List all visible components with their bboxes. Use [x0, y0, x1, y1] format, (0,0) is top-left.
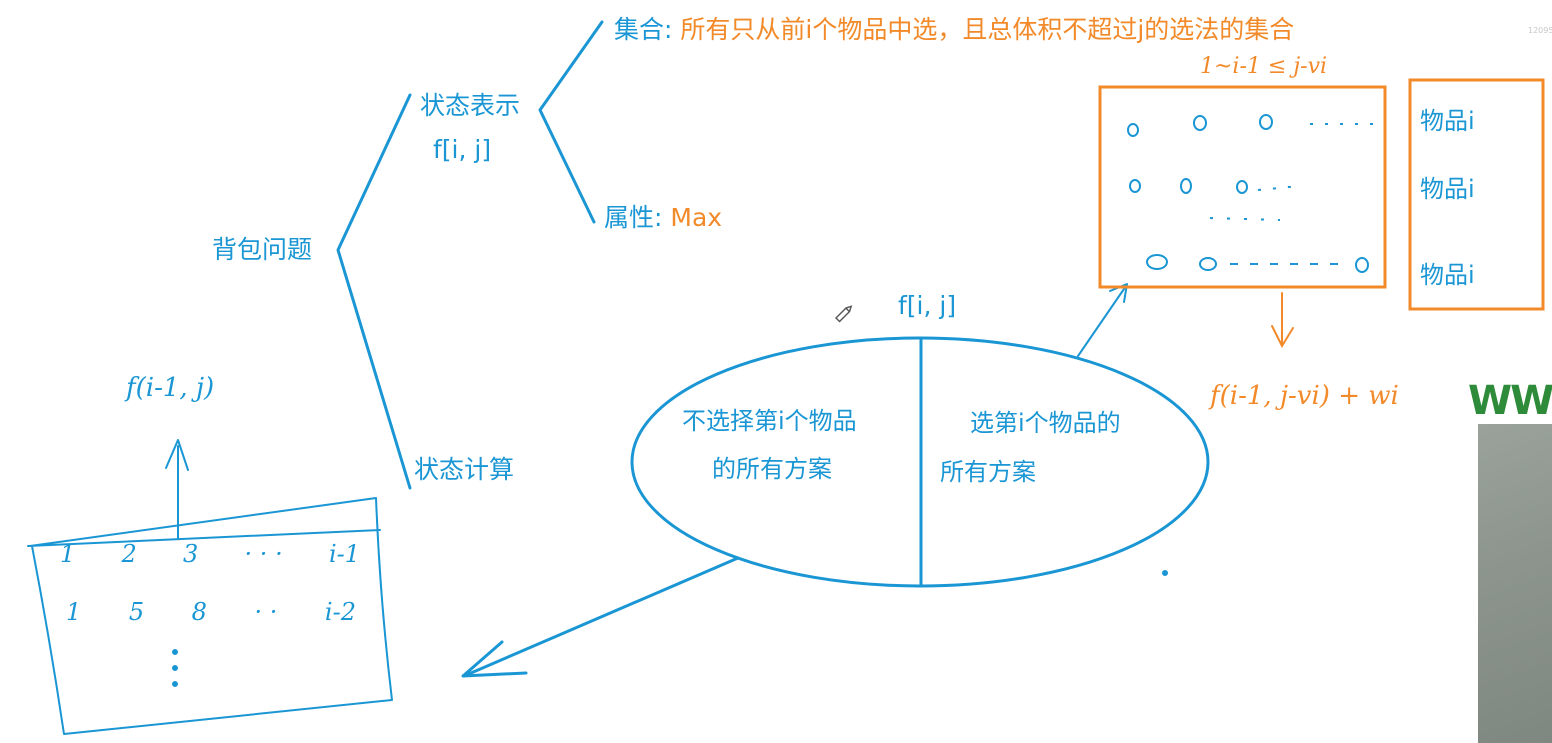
grid-cell: · ·	[254, 598, 278, 626]
attribute-definition: 属性: Max	[604, 203, 723, 233]
handwritten-left-expr: f(i-1, j)	[126, 373, 215, 403]
ellipse-right-line1: 选第i个物品的	[970, 409, 1121, 437]
grid-cell: 1	[66, 598, 82, 626]
overlay-text: WWV	[1468, 378, 1552, 424]
handwritten-grid	[27, 497, 393, 735]
ellipse-title: f[i, j]	[898, 291, 957, 320]
state-repr-formula: f[i, j]	[433, 135, 492, 164]
ellipse-right-line2: 所有方案	[940, 458, 1036, 486]
handwritten-grid-row1: 1 2 3 · · · i-1	[60, 540, 360, 568]
grid-cell: 8	[191, 598, 207, 626]
arrow-to-grid	[462, 556, 740, 678]
grid-cell: 1	[60, 540, 76, 568]
grid-cell: · · ·	[244, 540, 283, 568]
ellipse-left-line2: 的所有方案	[712, 455, 832, 483]
webcam-overlay	[1478, 424, 1552, 743]
ellipse-left-line1: 不选择第i个物品	[682, 407, 857, 435]
set-prefix: 集合:	[614, 15, 681, 44]
root-node-label: 背包问题	[212, 235, 313, 264]
attribute-value: Max	[670, 203, 723, 232]
handwritten-item-1: 物品i	[1420, 107, 1475, 135]
set-text: 所有只从前i个物品中选，且总体积不超过j的选法的集合	[680, 15, 1295, 44]
orange-box-items	[1408, 78, 1545, 311]
handwritten-item-3: 物品i	[1420, 261, 1475, 289]
handwritten-orange-top: 1~i-1 ≤ j-vi	[1200, 54, 1328, 79]
state-calc-label: 状态计算	[414, 455, 515, 484]
attribute-prefix: 属性:	[604, 203, 671, 232]
orange-box-grid	[1098, 85, 1387, 289]
handwritten-item-2: 物品i	[1420, 175, 1475, 203]
handwritten-orange-bottom: f(i-1, j-vi) + wi	[1210, 381, 1399, 411]
branch-state-repr-bracket	[538, 20, 604, 224]
handwritten-grid-row2: 1 5 8 · · i-2	[66, 598, 356, 626]
grid-cell: i-2	[324, 598, 356, 626]
grid-cell: 2	[121, 540, 137, 568]
grid-cell: 3	[183, 540, 199, 568]
grid-cell: 5	[128, 598, 145, 626]
arrow-to-orange-box	[1077, 285, 1127, 357]
branch-root-bracket	[336, 93, 412, 490]
set-definition: 集合: 所有只从前i个物品中选，且总体积不超过j的选法的集合	[614, 15, 1295, 45]
corner-id: 12095	[1528, 26, 1552, 35]
grid-cell: i-1	[328, 540, 360, 568]
state-repr-label: 状态表示	[420, 91, 521, 120]
pencil-icon	[835, 305, 853, 323]
